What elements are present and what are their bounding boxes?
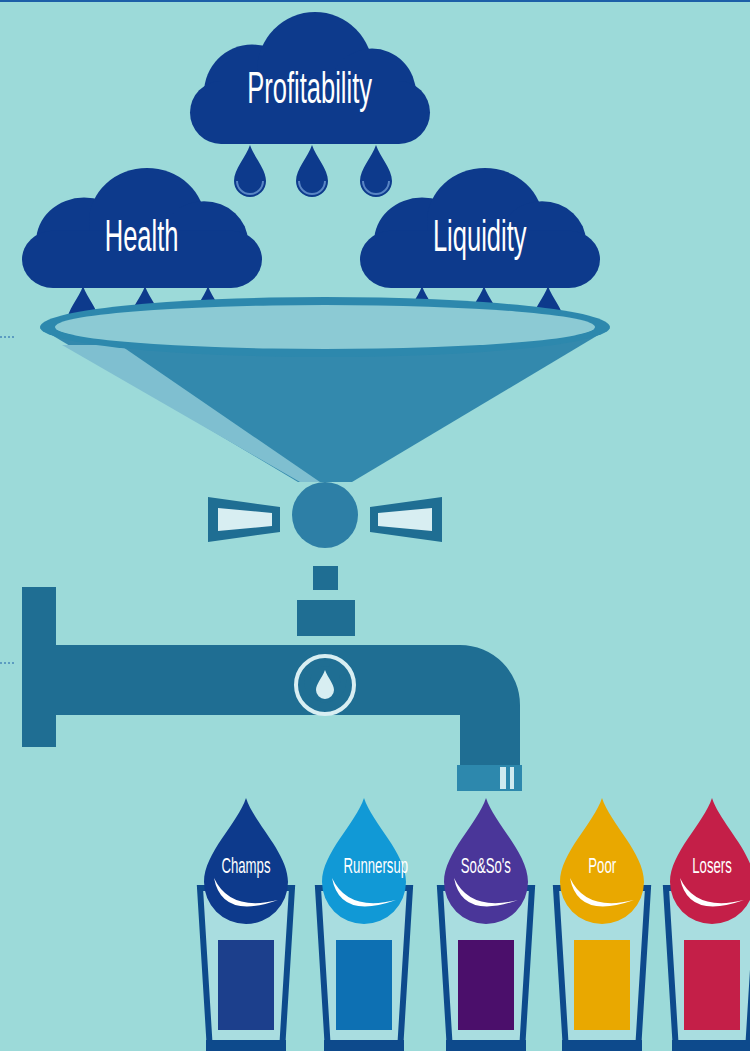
node-text: Poor (588, 855, 616, 877)
node-text: Losers (692, 855, 732, 877)
tap-elbow (450, 645, 520, 766)
node-label: Losers (670, 855, 750, 877)
node-label: Champs (204, 855, 288, 877)
cloud-node: Liquidity (360, 168, 600, 288)
cloud-node: Health (22, 168, 262, 288)
tap-spout (457, 765, 522, 791)
node-text: Profitability (248, 66, 373, 110)
rain-drop (234, 145, 266, 197)
spout-stripe (510, 767, 514, 789)
node-label: Liquidity (360, 214, 600, 258)
tap-handle (296, 656, 354, 714)
glass-liquid (574, 940, 630, 1030)
glass-base (672, 1040, 750, 1051)
valve-wing-highlight (218, 508, 272, 531)
glass-liquid (684, 940, 740, 1030)
drop-highlight (680, 878, 744, 906)
handle-gap (307, 663, 343, 699)
glass-base (324, 1040, 404, 1051)
node-text: Runnersup (344, 855, 409, 877)
dash-mark (0, 663, 14, 664)
spout-stripe (500, 767, 506, 789)
tap-pipe (56, 645, 456, 715)
funnel-highlight (62, 345, 320, 482)
cloud-node: Profitability (190, 12, 430, 144)
glass-base (446, 1040, 526, 1051)
drop-shape (444, 798, 528, 924)
glass-liquid (218, 940, 274, 1030)
valve-wing (208, 497, 280, 542)
glass-liquid (336, 940, 392, 1030)
drop-shape (670, 798, 750, 924)
node-text: Liquidity (433, 214, 527, 258)
glass-base (206, 1040, 286, 1051)
dash-mark (0, 337, 14, 338)
category-drop: So&So's (444, 798, 528, 924)
node-label: Runnersup (322, 855, 406, 877)
node-label: Health (22, 214, 262, 258)
valve-wing (370, 497, 442, 542)
glass-base (562, 1040, 642, 1051)
drop-highlight (332, 878, 396, 906)
valve-ball (292, 482, 358, 548)
stem (313, 566, 338, 590)
tap-plate (22, 587, 56, 747)
node-text: So&So's (461, 855, 511, 877)
category-drop: Losers (670, 798, 750, 924)
drop-shape (204, 798, 288, 924)
drop-highlight (454, 878, 518, 906)
glass-liquid (458, 940, 514, 1030)
stem (297, 600, 355, 636)
category-drop: Runnersup (322, 798, 406, 924)
cloud-shape (22, 168, 262, 288)
category-drop: Champs (204, 798, 288, 924)
category-drop: Poor (560, 798, 644, 924)
rain-drop (296, 145, 328, 197)
drop-shape (560, 798, 644, 924)
cloud-shape (190, 12, 430, 144)
handle-drop (316, 670, 334, 699)
top-border (0, 0, 750, 2)
drop-highlight (570, 878, 634, 906)
funnel-rim (40, 297, 610, 357)
drop-highlight (214, 878, 278, 906)
node-text: Champs (221, 855, 270, 877)
node-label: Profitability (190, 66, 430, 110)
node-text: Health (105, 214, 179, 258)
cloud-shape (360, 168, 600, 288)
valve-wing-highlight (378, 508, 432, 531)
node-label: So&So's (444, 855, 528, 877)
funnel-opening (55, 305, 595, 349)
rain-drop (360, 145, 392, 197)
node-label: Poor (560, 855, 644, 877)
